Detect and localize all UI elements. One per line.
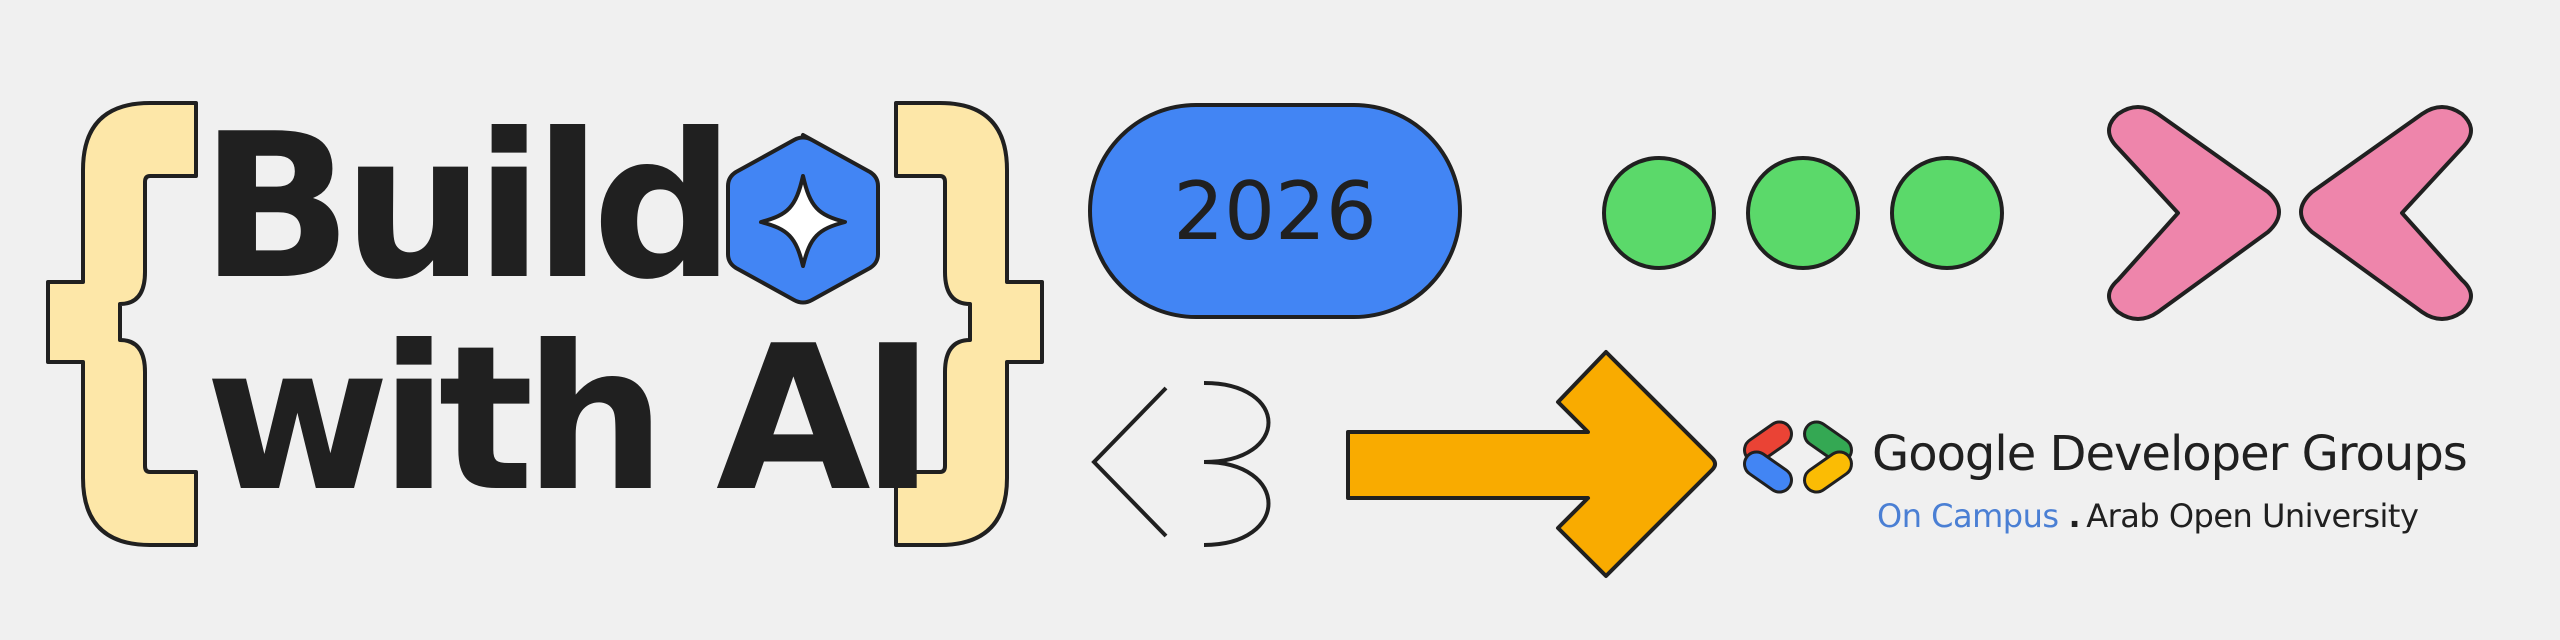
green-dot-icon — [1746, 156, 1860, 270]
less-than-three-heart-icon — [1091, 381, 1271, 547]
pink-chevrons-icon — [2107, 105, 2473, 321]
right-curly-brace-icon — [894, 101, 1044, 547]
gdg-separator: . — [2068, 497, 2081, 535]
green-dot-icon — [1602, 156, 1716, 270]
gdg-subtitle: On Campus.Arab Open University — [1877, 497, 2419, 535]
green-dot-icon — [1890, 156, 2004, 270]
year-badge: 2026 — [1088, 103, 1462, 319]
year-text: 2026 — [1173, 164, 1377, 258]
gdg-name: Google Developer Groups — [1872, 426, 2468, 482]
title-with-ai: with AI — [205, 303, 935, 536]
left-curly-brace-icon — [46, 101, 198, 547]
gdg-campus: On Campus — [1877, 497, 2059, 535]
gdg-university: Arab Open University — [2086, 497, 2419, 535]
right-arrow-icon — [1346, 350, 1717, 578]
sparkle-hexagon-icon — [726, 133, 880, 305]
gdg-brackets-logo-icon — [1743, 420, 1853, 494]
title-build: Build — [200, 91, 735, 324]
